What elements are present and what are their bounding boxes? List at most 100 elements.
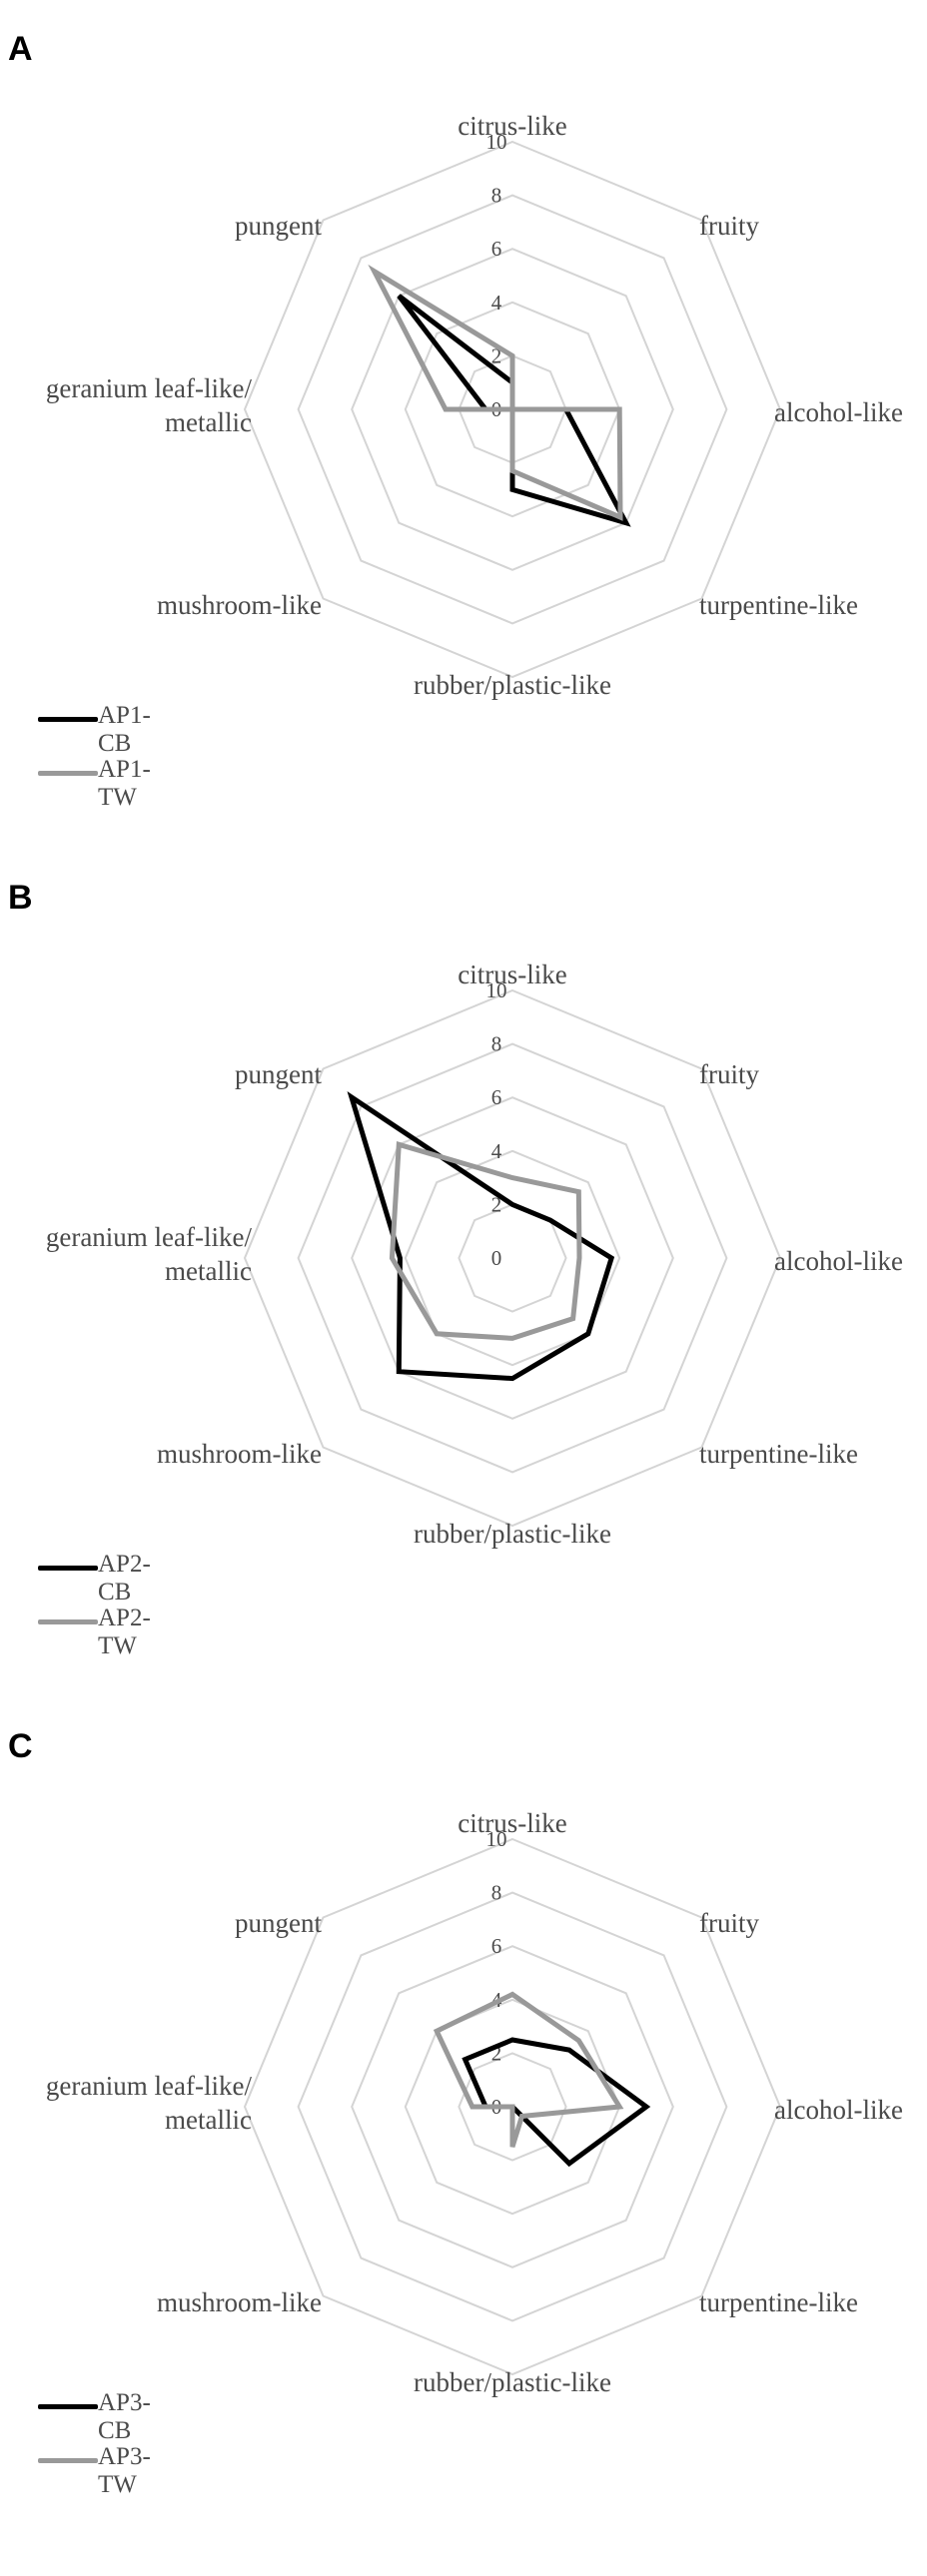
tick-label: 2 bbox=[491, 2041, 502, 2065]
grid-ring bbox=[297, 1891, 728, 2322]
axis-label-line: pungent bbox=[235, 1059, 322, 1089]
legend-label: AP2-CB bbox=[98, 1551, 151, 1606]
axis-label-line: metallic bbox=[165, 1256, 252, 1286]
grid-ring bbox=[458, 2052, 567, 2162]
axis-label: mushroom-like bbox=[157, 1439, 322, 1469]
axis-label: pungent bbox=[235, 211, 322, 241]
axis-label-line: pungent bbox=[235, 211, 322, 241]
axis-label: pungent bbox=[235, 1059, 322, 1089]
axis-label: fruity bbox=[699, 211, 759, 241]
tick-label: 10 bbox=[486, 978, 507, 1002]
legend-label: AP1-TW bbox=[98, 756, 151, 811]
grid-ring bbox=[351, 248, 674, 571]
axis-label-line: alcohol-like bbox=[774, 1246, 903, 1276]
axis-label: geranium leaf-like/metallic bbox=[46, 1222, 253, 1286]
legend-label: AP2-TW bbox=[98, 1605, 151, 1659]
axis-label-line: geranium leaf-like/ bbox=[46, 1222, 253, 1252]
grid-ring bbox=[243, 1837, 782, 2376]
legend-swatch bbox=[38, 1619, 98, 1624]
tick-label: 2 bbox=[491, 1192, 502, 1216]
grid-ring bbox=[404, 1998, 621, 2216]
axis-label-line: metallic bbox=[165, 2105, 252, 2135]
grid-ring bbox=[458, 1203, 567, 1313]
grid-ring bbox=[297, 1042, 728, 1474]
tick-label: 0 bbox=[491, 1246, 502, 1270]
axis-label: citrus-like bbox=[458, 960, 566, 989]
axis-label-line: fruity bbox=[699, 1059, 759, 1089]
legend-swatch bbox=[38, 2404, 98, 2409]
legend-label: AP3-TW bbox=[98, 2443, 151, 2498]
series-line bbox=[347, 1090, 615, 1382]
axis-label: fruity bbox=[699, 1908, 759, 1938]
legend-label: AP3-CB bbox=[98, 2389, 151, 2444]
axis-label-line: mushroom-like bbox=[157, 590, 322, 620]
axis-label-line: rubber/plastic-like bbox=[414, 2367, 611, 2397]
axis-label: mushroom-like bbox=[157, 590, 322, 620]
axis-label: turpentine-like bbox=[699, 2287, 858, 2317]
axis-label: alcohol-like bbox=[774, 1246, 903, 1276]
radar-chart-a: 0246810citrus-likefruityalcohol-liketurp… bbox=[46, 111, 903, 700]
tick-label: 6 bbox=[491, 237, 502, 261]
axis-label: fruity bbox=[699, 1059, 759, 1089]
axis-label-line: mushroom-like bbox=[157, 1439, 322, 1469]
axis-label-line: turpentine-like bbox=[699, 2287, 858, 2317]
axis-label-line: rubber/plastic-like bbox=[414, 1519, 611, 1549]
axis-label: citrus-like bbox=[458, 111, 566, 141]
tick-label: 10 bbox=[486, 130, 507, 154]
axis-label-line: citrus-like bbox=[458, 1808, 566, 1838]
grid-ring bbox=[243, 988, 782, 1528]
axis-label: alcohol-like bbox=[774, 397, 903, 427]
axis-label-line: citrus-like bbox=[458, 960, 566, 989]
axis-label-line: fruity bbox=[699, 211, 759, 241]
tick-label: 8 bbox=[491, 1881, 502, 1905]
axis-label-line: rubber/plastic-like bbox=[414, 670, 611, 700]
legend-swatch bbox=[38, 1566, 98, 1571]
tick-label: 2 bbox=[491, 343, 502, 367]
tick-label: 4 bbox=[491, 291, 502, 315]
axis-label: citrus-like bbox=[458, 1808, 566, 1838]
axis-label-line: alcohol-like bbox=[774, 397, 903, 427]
legend-swatch bbox=[38, 2458, 98, 2463]
grid-ring bbox=[297, 194, 728, 625]
axis-label: mushroom-like bbox=[157, 2287, 322, 2317]
panel-label: A bbox=[8, 30, 33, 68]
axis-label-line: fruity bbox=[699, 1908, 759, 1938]
axis-label-line: metallic bbox=[165, 407, 252, 437]
series-line bbox=[433, 1991, 624, 2148]
tick-label: 4 bbox=[491, 1139, 502, 1163]
grid-ring bbox=[351, 1096, 674, 1420]
axis-label: rubber/plastic-like bbox=[414, 2367, 611, 2397]
axis-label-line: pungent bbox=[235, 1908, 322, 1938]
grid-ring bbox=[351, 1945, 674, 2268]
series-line bbox=[389, 1141, 582, 1341]
axis-label: turpentine-like bbox=[699, 1439, 858, 1469]
grid-ring bbox=[404, 301, 621, 518]
axis-label: geranium leaf-like/metallic bbox=[46, 373, 253, 437]
axis-label: geranium leaf-like/metallic bbox=[46, 2071, 253, 2135]
tick-label: 8 bbox=[491, 184, 502, 208]
tick-label: 6 bbox=[491, 1934, 502, 1958]
panel-label: B bbox=[8, 879, 33, 917]
axis-label-line: geranium leaf-like/ bbox=[46, 2071, 253, 2101]
axis-label-line: turpentine-like bbox=[699, 590, 858, 620]
legend-swatch bbox=[38, 717, 98, 722]
tick-label: 10 bbox=[486, 1827, 507, 1851]
axis-label-line: mushroom-like bbox=[157, 2287, 322, 2317]
axis-label: rubber/plastic-like bbox=[414, 670, 611, 700]
series-line bbox=[462, 2037, 651, 2168]
series-line bbox=[368, 264, 623, 521]
axis-label: alcohol-like bbox=[774, 2095, 903, 2125]
tick-label: 6 bbox=[491, 1085, 502, 1109]
axis-label-line: citrus-like bbox=[458, 111, 566, 141]
legend-swatch bbox=[38, 771, 98, 776]
axis-label-line: geranium leaf-like/ bbox=[46, 373, 253, 403]
axis-label-line: turpentine-like bbox=[699, 1439, 858, 1469]
tick-label: 8 bbox=[491, 1032, 502, 1056]
grid-ring bbox=[404, 1149, 621, 1367]
axis-label: pungent bbox=[235, 1908, 322, 1938]
